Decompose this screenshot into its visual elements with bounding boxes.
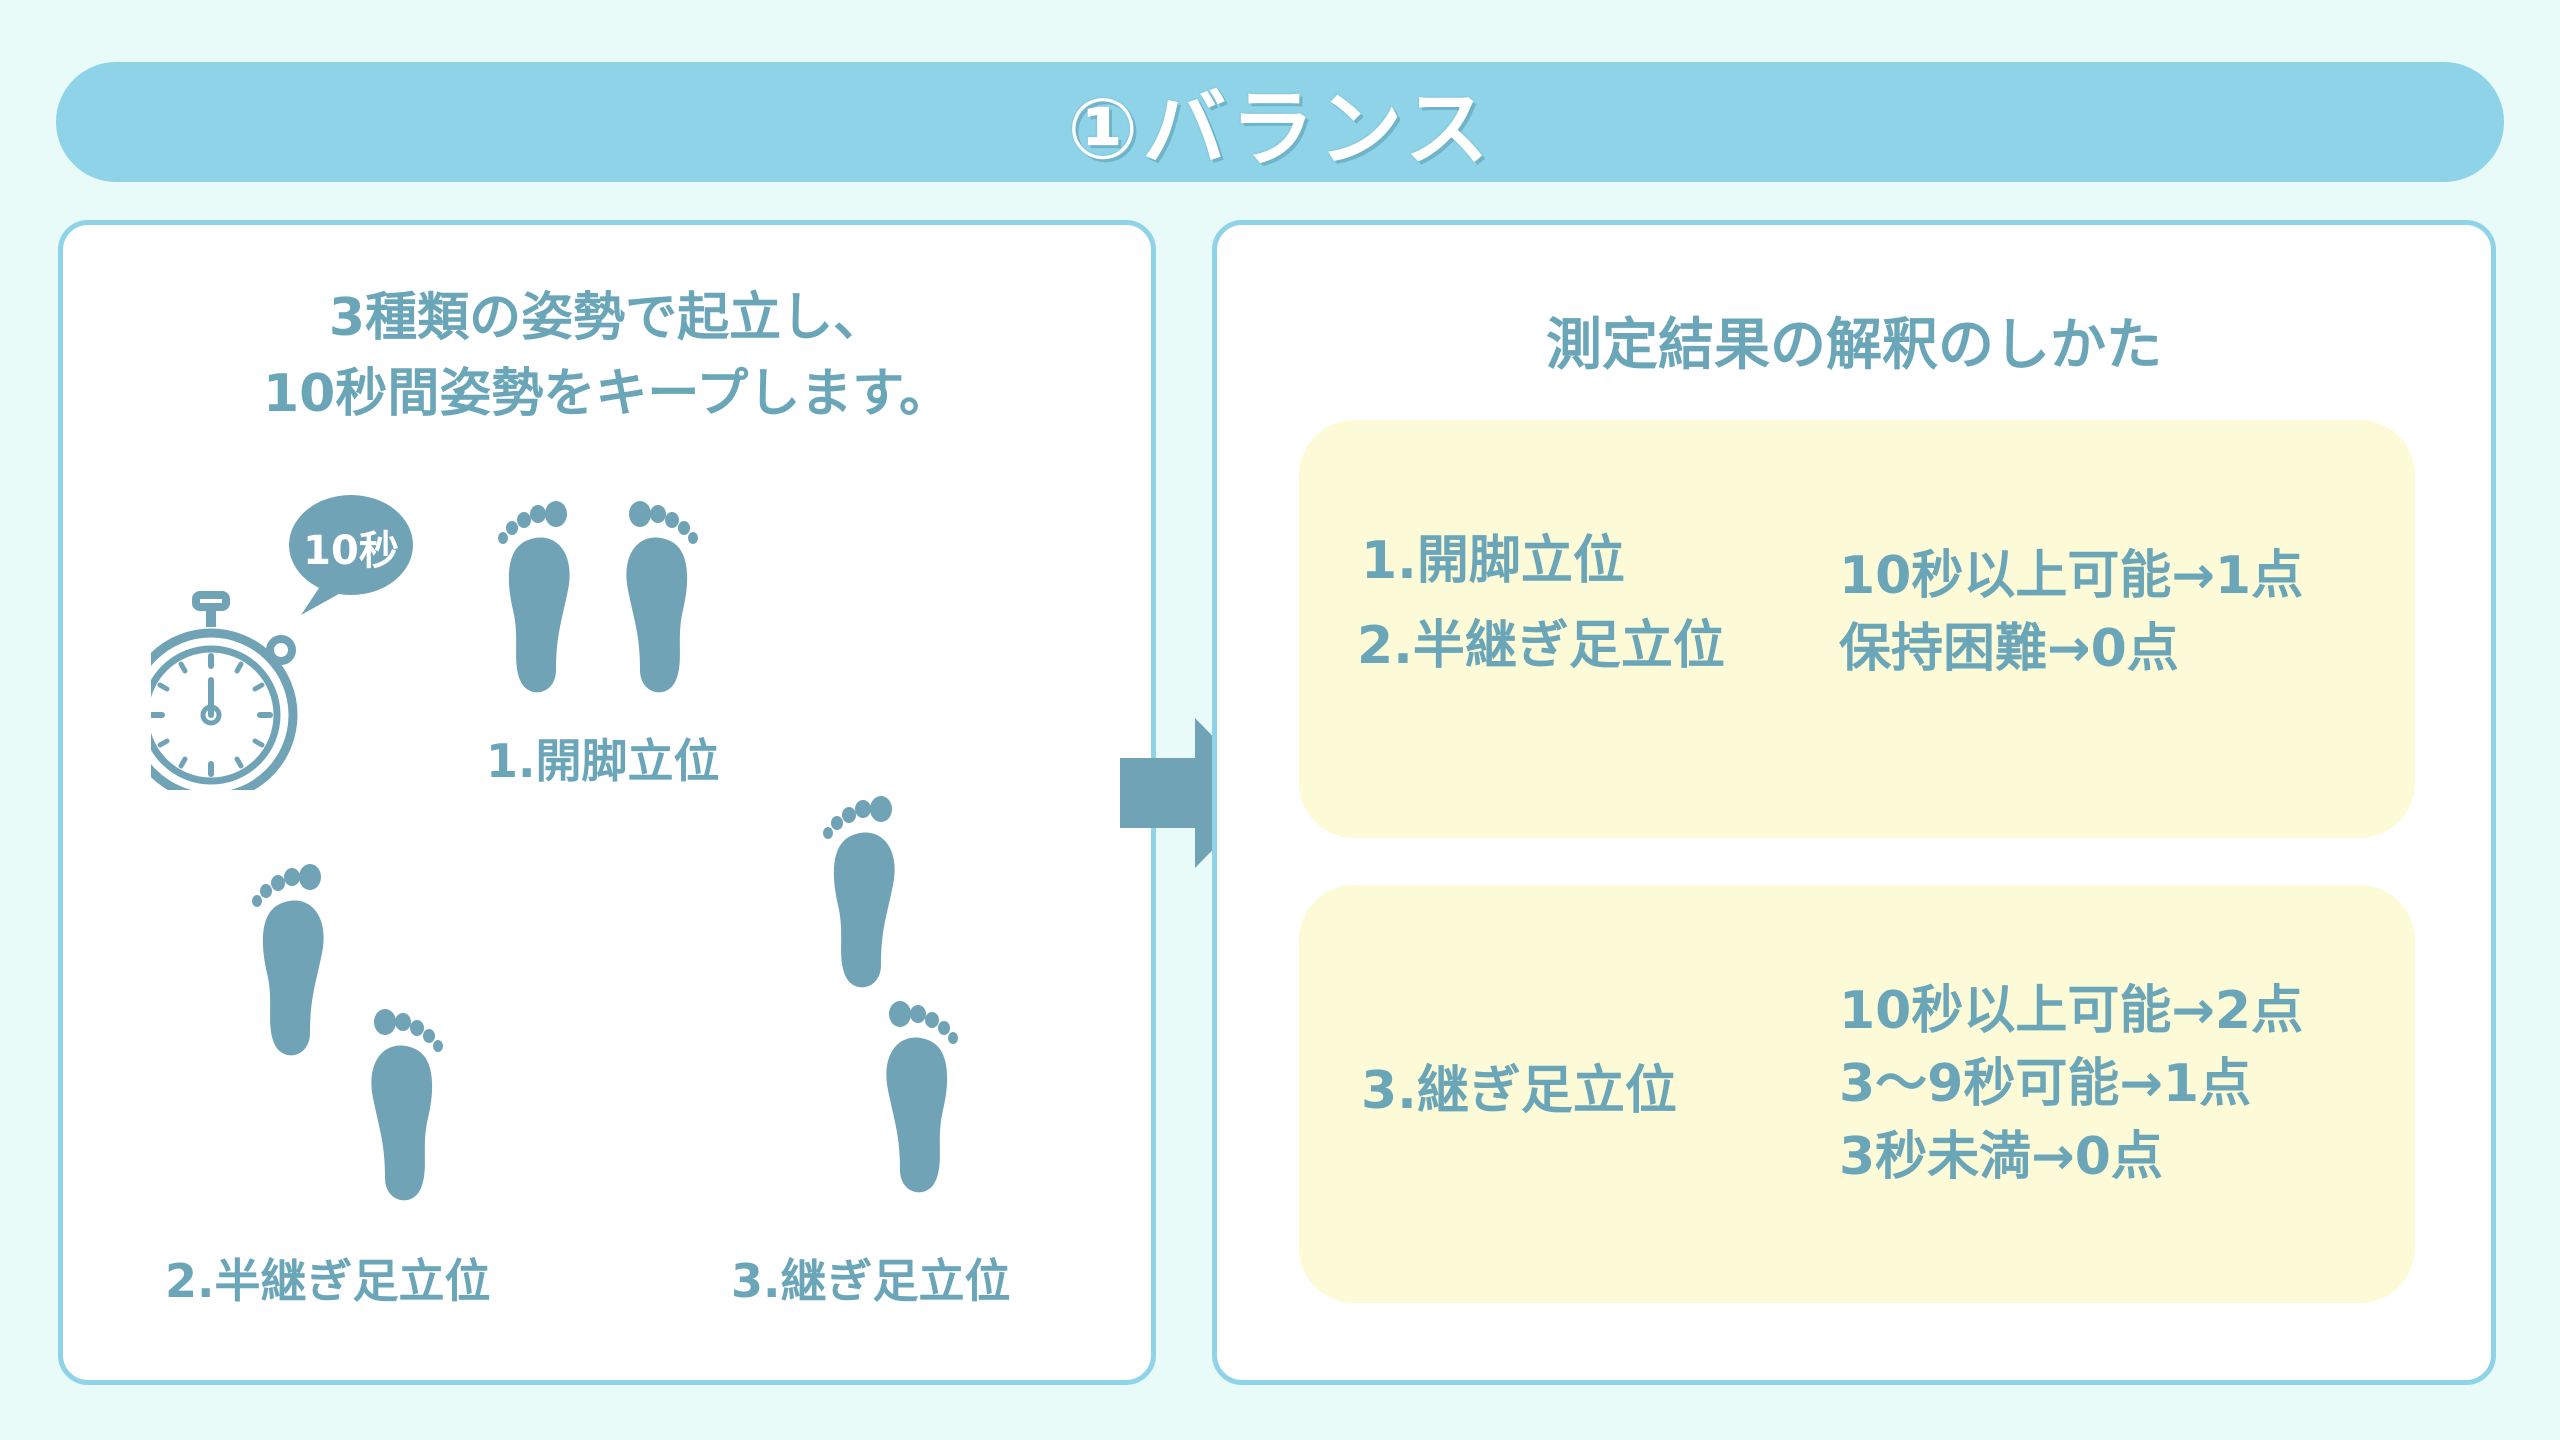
box2-result-2: 3〜9秒可能→1点 — [1839, 1054, 2252, 1114]
stopwatch-bubble-label: 10秒 — [303, 528, 399, 574]
results-panel: 測定結果の解釈のしかた 1.開脚立位 2.半継ぎ足立位 10秒以上可能→1点 保… — [1212, 220, 2496, 1385]
footprint-icon — [252, 864, 443, 1201]
box1-result-2: 保持困難→0点 — [1839, 619, 2179, 679]
instruction-line-2: 10秒間姿勢をキープします。 — [262, 364, 952, 424]
box2-result-1: 10秒以上可能→2点 — [1839, 981, 2304, 1041]
page-title: ①バランス — [1067, 79, 1493, 178]
result-box-1: 1.開脚立位 2.半継ぎ足立位 10秒以上可能→1点 保持困難→0点 — [1299, 420, 2415, 838]
box1-posture-2: 2.半継ぎ足立位 — [1357, 616, 1725, 676]
posture-panel: 3種類の姿勢で起立し、 10秒間姿勢をキープします。 10秒 — [58, 220, 1156, 1385]
posture-label-3: 3.継ぎ足立位 — [731, 1254, 1011, 1308]
posture-label-1: 1.開脚立位 — [486, 734, 720, 788]
footprint-icon — [498, 501, 698, 693]
title-bar: ①バランス — [56, 62, 2504, 182]
box2-result-3: 3秒未満→0点 — [1839, 1127, 2163, 1187]
instruction-line-1: 3種類の姿勢で起立し、 — [328, 288, 886, 348]
box2-posture-1: 3.継ぎ足立位 — [1361, 1061, 1677, 1121]
box1-posture-1: 1.開脚立位 — [1361, 531, 1625, 591]
instruction-text: 3種類の姿勢で起立し、 10秒間姿勢をキープします。 — [63, 280, 1151, 432]
footprint-icon — [823, 796, 958, 1193]
box1-result-1: 10秒以上可能→1点 — [1839, 546, 2304, 606]
posture-label-2: 2.半継ぎ足立位 — [165, 1254, 491, 1308]
result-box-2: 3.継ぎ足立位 10秒以上可能→2点 3〜9秒可能→1点 3秒未満→0点 — [1299, 885, 2415, 1303]
results-heading: 測定結果の解釈のしかた — [1546, 313, 2162, 378]
stopwatch-icon: 10秒 — [151, 495, 413, 790]
speech-bubble-icon: 10秒 — [289, 495, 413, 615]
